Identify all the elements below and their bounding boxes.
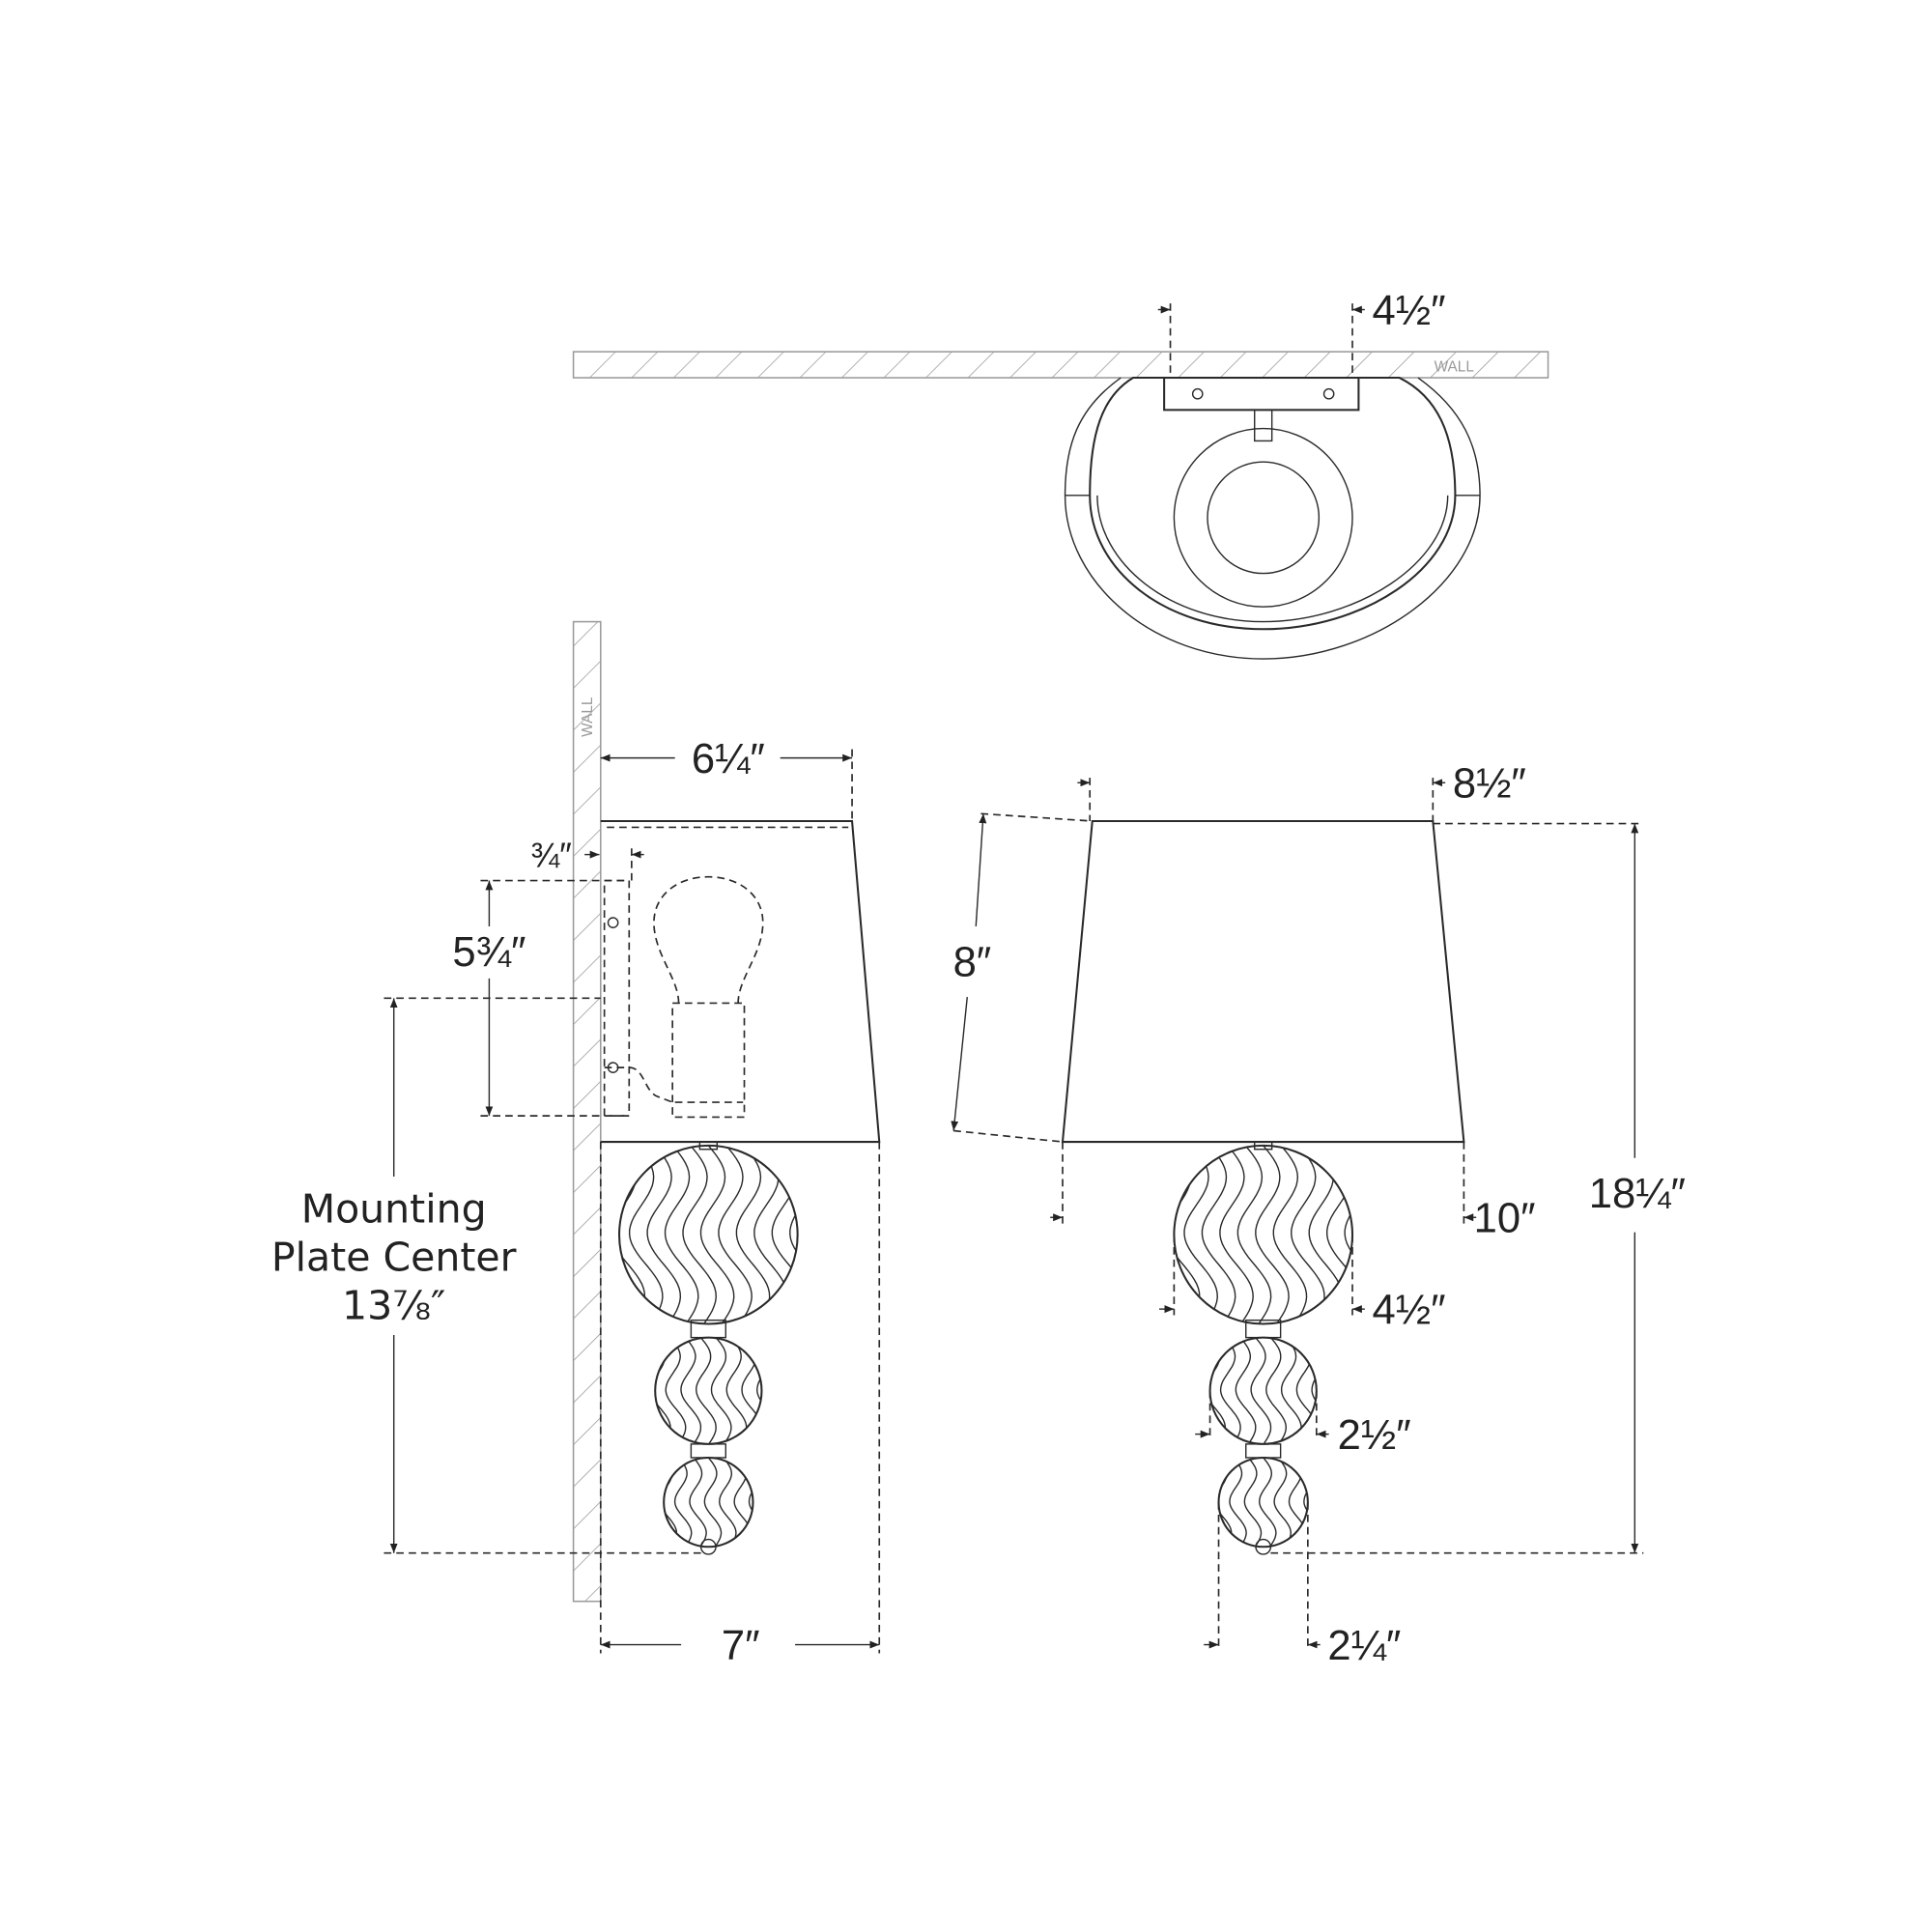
mounting-label-line1: Mounting	[301, 1185, 487, 1232]
screw	[1322, 387, 1335, 400]
top-view: WALL 4½″	[572, 288, 1549, 660]
socket	[671, 1002, 746, 1119]
outer-canopy	[1064, 377, 1481, 660]
large-ball-label: 4½″	[1373, 1288, 1446, 1334]
shade-height-label: 8″	[953, 939, 992, 985]
bulb	[653, 875, 764, 1004]
screw	[1191, 387, 1204, 400]
shade-top-width-label: 8½″	[1453, 761, 1526, 808]
backplate-height-label: 5¾″	[452, 929, 526, 976]
wall-section	[572, 620, 602, 1603]
medium-glass-ball-pattern	[1209, 1337, 1317, 1444]
front-view: 8½″ 8″ 10″ 18¼″ 4½″ 2½″ 2¼	[951, 761, 1686, 1669]
small-glass-ball-pattern	[664, 1457, 753, 1548]
shade-front	[1061, 819, 1465, 1144]
mounting-label-line2: Plate Center	[271, 1234, 517, 1280]
wall-section	[572, 351, 1549, 379]
small-glass-ball-pattern	[1218, 1457, 1308, 1548]
bulb-top	[1207, 461, 1321, 575]
side-view: WALL 6¼″ ¾″ 5¾″ Mounting Plate Center 13…	[271, 620, 881, 1669]
finial	[699, 1538, 717, 1555]
connector	[1245, 1443, 1282, 1459]
backplate-depth-label: ¾″	[530, 836, 572, 874]
medium-glass-ball-pattern	[655, 1337, 762, 1444]
large-glass-ball	[1173, 1144, 1354, 1325]
small-ball-label: 2¼″	[1327, 1623, 1401, 1669]
wall-label: WALL	[580, 696, 596, 737]
small-glass-ball	[663, 1456, 754, 1548]
large-glass-ball-pattern	[619, 1145, 798, 1324]
shade-bottom-width-label: 10″	[1474, 1196, 1536, 1242]
finial	[1255, 1538, 1272, 1555]
mounting-value: 13⅞″	[342, 1282, 445, 1328]
small-glass-ball	[1217, 1456, 1309, 1548]
wall-label: WALL	[1435, 359, 1475, 376]
medium-glass-ball	[654, 1336, 763, 1445]
shade-outline	[1089, 377, 1457, 631]
connector	[690, 1443, 726, 1459]
socket-ring	[1173, 427, 1353, 608]
large-glass-ball-pattern	[1174, 1145, 1353, 1324]
large-glass-ball	[618, 1144, 799, 1325]
shade-profile	[600, 819, 881, 1144]
medium-ball-label: 2½″	[1338, 1412, 1411, 1459]
overall-height-label: 18¼″	[1589, 1171, 1686, 1217]
overall-projection-label: 7″	[722, 1623, 760, 1669]
backplate-width-label: 4½″	[1373, 288, 1446, 334]
medium-glass-ball	[1208, 1336, 1318, 1445]
shade-top-projection-label: 6¼″	[692, 736, 765, 782]
